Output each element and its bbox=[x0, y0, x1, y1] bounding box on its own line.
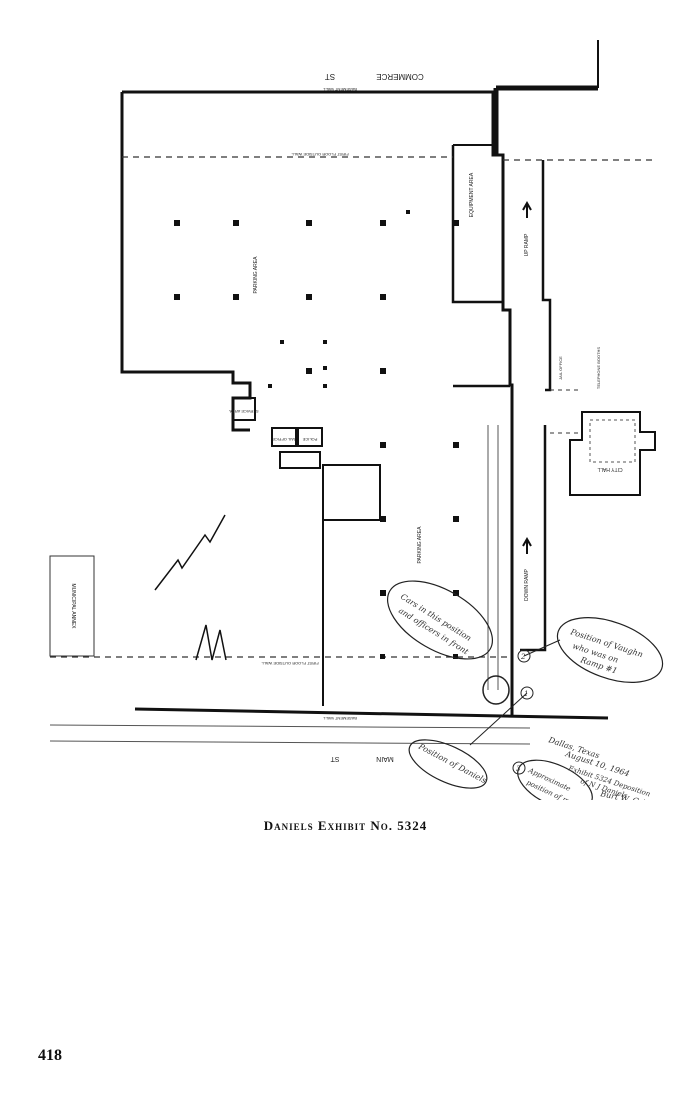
city-hall-label: CITY HALL bbox=[597, 466, 622, 472]
signature-line-5: Burt W. Griffin bbox=[599, 789, 659, 800]
columns bbox=[174, 210, 459, 659]
police-box bbox=[297, 427, 323, 447]
annotation-loop-center bbox=[386, 580, 494, 660]
police-label: POLICE bbox=[302, 437, 317, 442]
page-number: 418 bbox=[38, 1047, 62, 1064]
break-symbol-2 bbox=[195, 624, 227, 661]
equipment-area-label: EQUIPMENT AREA bbox=[469, 172, 475, 217]
lower-left-wall bbox=[322, 464, 381, 706]
marker-circle-3 bbox=[512, 761, 526, 775]
annotation-loop-bottom-right bbox=[517, 759, 593, 800]
marker-label-2: 2 bbox=[520, 653, 526, 661]
note-bottom: Position of Daniels bbox=[416, 741, 488, 785]
city-hall-outline bbox=[569, 411, 656, 496]
ramp-up-label: UP RAMP bbox=[524, 233, 530, 256]
exhibit-caption: Daniels Exhibit No. 5324 bbox=[263, 818, 428, 833]
jail-office-right-label: JAIL OFFICE bbox=[558, 356, 563, 380]
ramp-wall-right bbox=[520, 160, 552, 652]
outside-wall-bottom-label: FIRST FLOOR OUTSIDE WALL bbox=[261, 661, 319, 666]
basement-wall-outline bbox=[122, 90, 514, 715]
main-st-label: ST bbox=[330, 755, 340, 762]
equipment-wall bbox=[451, 145, 503, 304]
main-street-label: MAIN bbox=[376, 755, 394, 762]
ramp-arrow-lower bbox=[522, 536, 532, 554]
parking-area-lower-label: PARKING AREA bbox=[417, 526, 423, 564]
marker-circle-2 bbox=[517, 649, 531, 663]
municipal-annex-label: MUNICIPAL ANNEX bbox=[70, 583, 76, 629]
commerce-st-label: ST bbox=[325, 72, 335, 81]
break-symbol bbox=[154, 514, 226, 591]
outside-wall-top-label: FIRST FLOOR OUTSIDE WALL bbox=[291, 152, 349, 157]
parking-area-upper-label: PARKING AREA bbox=[253, 256, 259, 294]
marker-label-1: 1 bbox=[524, 690, 528, 698]
basement-wall-bottom-label: BASEMENT WALL bbox=[322, 716, 357, 721]
annotation-loop-right bbox=[556, 617, 664, 683]
annotation-loop-bottom bbox=[408, 739, 488, 789]
service-area-box bbox=[232, 397, 256, 421]
ramp-arrow-upper bbox=[522, 200, 532, 218]
municipal-annex-box bbox=[49, 555, 95, 657]
left-wall bbox=[120, 92, 252, 432]
telephone-booths-label: TELEPHONE BOOTHS bbox=[596, 347, 601, 390]
commerce-corner-wall bbox=[493, 85, 598, 155]
service-area-label: SERVICE AREA bbox=[229, 409, 259, 414]
commerce-street-label: COMMERCE bbox=[376, 72, 424, 81]
marker-circle-1 bbox=[520, 686, 534, 700]
outside-wall-top bbox=[122, 156, 655, 161]
stairs-box bbox=[279, 451, 321, 469]
position-circle bbox=[482, 675, 510, 705]
main-street-line bbox=[134, 707, 609, 720]
marker-label-3: 3 bbox=[516, 765, 521, 773]
basement-wall-top-label: BASEMENT WALL bbox=[322, 87, 357, 92]
jail-office-box bbox=[271, 427, 297, 447]
jail-office-label: JAIL OFFICE bbox=[272, 437, 296, 442]
ramp-down-label: DOWN RAMP bbox=[524, 569, 530, 601]
floor-plan: COMMERCE ST MAIN ST PARKING AREA PARKING… bbox=[49, 40, 664, 800]
